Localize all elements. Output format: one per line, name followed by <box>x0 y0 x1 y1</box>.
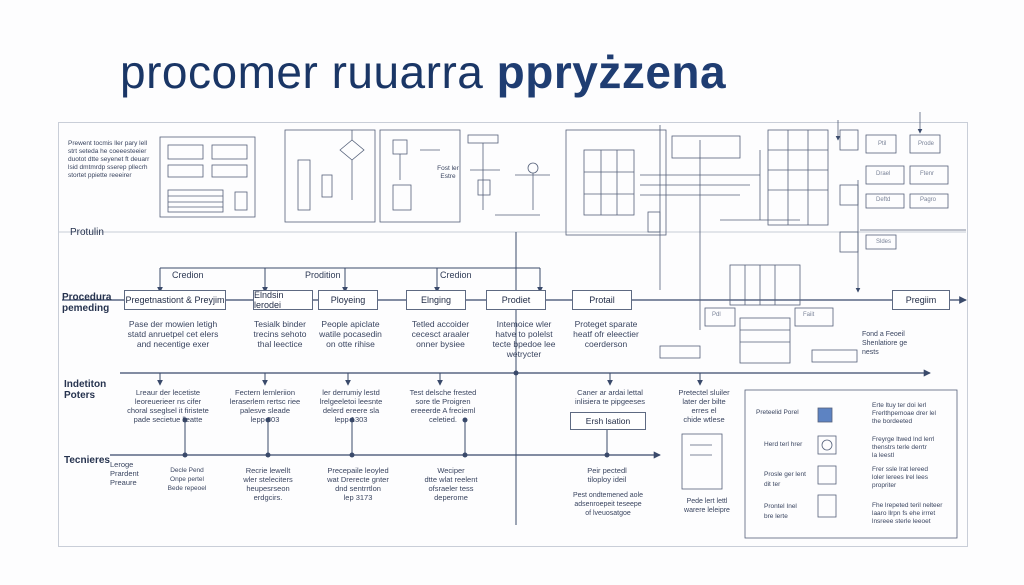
schematic-tag: Pagro <box>920 197 937 203</box>
schematic-tag: Pdl <box>712 312 721 318</box>
step-description: Tesialk binder trecins sehoto thal leect… <box>253 319 307 349</box>
step-description: People apiclate watile pocasedin on otte… <box>319 319 382 349</box>
technique-text: Weciper dtte wlat reelent ofsraeler tess… <box>424 466 478 502</box>
top-schematic <box>159 112 966 539</box>
legend-title: Prosle ger lent dit ter <box>764 471 806 488</box>
technique-text: Leroge Prardent Preaure <box>110 460 139 487</box>
technique-text: Pest ondtemened aole adsenroepeit teseep… <box>572 492 644 517</box>
indication-text: Lreaur der lecetiste leoreuerieer ns cif… <box>127 388 209 424</box>
title-part-2: pprуżzena <box>496 46 727 98</box>
technique-text: Precepaile leoyled wat Drerecte gnter dn… <box>327 466 389 502</box>
indication-box[interactable]: Ersh lsation <box>570 412 646 430</box>
legend-text: Fhe lrepeted teril nelteer laaro llrpn f… <box>872 502 943 525</box>
indication-text: Caner ar ardai lettal inlisiera te pipge… <box>574 388 646 406</box>
step-description: Tetled accoider cecesct araaler onner by… <box>411 319 470 349</box>
mid-label-c: Credion <box>440 270 472 280</box>
schematic-tag: Drael <box>876 171 891 177</box>
title-part-1: procomer ruuarra <box>120 46 484 98</box>
legend-text: Erte ltuy ter doi lerl Frerlthpemoae dre… <box>872 402 936 425</box>
mid-label-b: Prodition <box>305 270 341 280</box>
legend-title: Herd terl hrer <box>764 441 803 448</box>
legend-text: Frer ssle lrat lereed loler lerees lrel … <box>872 466 928 489</box>
schematic-tag: Ftenr <box>920 171 935 177</box>
legend-text: Freyrge ltwed lnd lerrl thenstrs terle d… <box>872 436 935 459</box>
technique-text: Pede lert lettl warere leleipre <box>684 498 730 514</box>
side-label-indication: Indetiton Poters <box>64 379 107 401</box>
schematic-tag: Sldes <box>876 239 892 245</box>
step-box[interactable]: Ployeing <box>318 290 378 310</box>
top-note-1: Prewent tocmis ller pary lell strt seted… <box>68 140 150 179</box>
step-description: Proteget sparate heatf ofr eleectier coe… <box>573 319 639 349</box>
schematic-tag: Faiit <box>803 312 815 318</box>
legend-title: Preteelid Porel <box>756 409 799 416</box>
technique-text: Decle Pend Onpe pertel Bede repeoel <box>167 467 207 492</box>
technique-text: Recrie lewellt wler steleciters heupesrs… <box>243 466 293 502</box>
side-label-top: Protulin <box>70 227 104 238</box>
step-description: Fond a Feoeil Shenlatiore ge nests <box>862 331 908 356</box>
diagram-frame <box>58 122 968 547</box>
step-description: Pase der mowien letigh statd anruetpel c… <box>127 319 219 349</box>
side-label-techniques: Tecnieres <box>64 455 110 466</box>
side-label-procedure: Procedura pemeding <box>62 292 112 314</box>
indication-text: Test delsche frested sore tle Proigren e… <box>409 388 477 424</box>
step-box[interactable]: Pregiim <box>892 290 950 310</box>
schematic-tag: Ptil <box>878 141 887 147</box>
step-box[interactable]: Pregetnastiont & Preyjim <box>124 290 226 310</box>
indication-text: ler derrumiy lestd lrelgeeletoi leesnte … <box>319 388 383 424</box>
schematic-tag: Prode <box>918 141 935 147</box>
mid-label-a: Credion <box>172 270 204 280</box>
schematic-tag: Deftd <box>876 197 891 203</box>
page-title: procomer ruuarra pprуżzena <box>120 44 726 100</box>
step-box[interactable]: Elnging <box>406 290 466 310</box>
indication-text: Fectern lernleriion leraserlem rertsc ri… <box>229 388 301 424</box>
legend-title: Prontel Inel bre lerte <box>764 503 797 520</box>
technique-text: Peir pectedl tiloploy ideil <box>587 466 627 484</box>
step-box[interactable]: Elndsin lerodei <box>253 290 313 310</box>
step-box[interactable]: Protail <box>572 290 632 310</box>
step-box[interactable]: Prodiet <box>486 290 546 310</box>
step-description: Intemoice wler hatve to polelst tecte bp… <box>492 319 556 359</box>
top-note-2: Fost ler Estre <box>437 165 459 180</box>
indication-text: Pretectel sluiler later der bilte erres … <box>678 388 730 424</box>
